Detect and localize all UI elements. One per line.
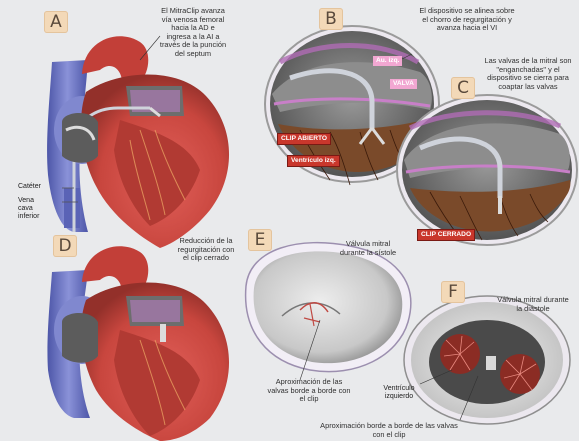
label-cateter: Catéter <box>18 183 41 191</box>
valve-f-illustration <box>404 296 570 424</box>
tag-clip-cerrado: CLIP CERRADO <box>417 229 475 241</box>
badge-a: A <box>44 11 68 33</box>
badge-f: F <box>441 281 465 303</box>
tag-valva: VALVA <box>390 79 417 89</box>
caption-f-bottom: Aproximación borde a borde de las valvas… <box>304 422 474 439</box>
tag-au-izq: Au. izq. <box>373 56 402 66</box>
badge-b: B <box>319 8 343 30</box>
caption-c: Las valvas de la mitral son"enganchadas"… <box>478 57 578 91</box>
heart-a-illustration <box>47 36 229 248</box>
tag-ventriculo-izq: Ventrículo izq. <box>287 155 340 167</box>
badge-d: D <box>53 235 77 257</box>
badge-c: C <box>451 77 475 99</box>
heart-d-illustration <box>47 246 229 441</box>
opening-right <box>500 354 540 394</box>
tag-clip-abierto: CLIP ABIERTO <box>277 133 331 145</box>
valve-e-illustration <box>246 243 411 372</box>
opening-left <box>440 334 480 374</box>
zoom-circle-c <box>397 95 577 245</box>
